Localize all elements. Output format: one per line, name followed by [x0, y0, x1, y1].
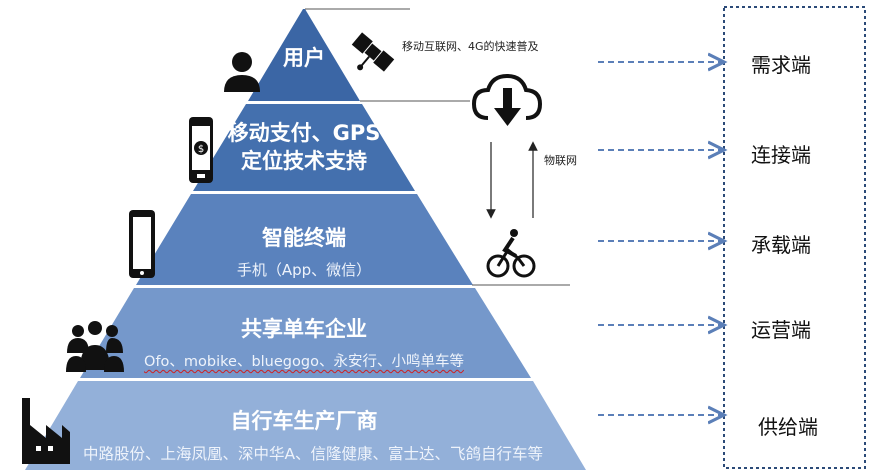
user-icon	[224, 52, 260, 92]
cloud-download-icon	[471, 73, 543, 126]
bicycle-icon	[486, 229, 536, 278]
tier-5-title: 自行车生产厂商	[230, 409, 378, 433]
factory-icon	[22, 398, 70, 464]
phone-payment-icon: $	[189, 117, 213, 183]
connection-side-label: 连接端	[751, 143, 811, 167]
tier-4-band	[80, 288, 531, 378]
tier-3-title: 智能终端	[262, 226, 346, 250]
tier-5-band	[25, 381, 586, 470]
operation-side-label: 运营端	[751, 318, 811, 342]
tier-3-band	[136, 194, 473, 285]
tier-5-subtitle: 中路股份、上海凤凰、深中华A、信隆健康、富士达、飞鸽自行车等	[82, 445, 544, 463]
supply-side-label: 供给端	[758, 415, 818, 439]
tier-3-subtitle: 手机（App、微信）	[236, 261, 372, 279]
tier-1-title: 用户	[283, 46, 325, 70]
tier-1-band	[248, 9, 360, 101]
iot-note: 物联网	[544, 154, 577, 167]
tier-4-subtitle: Ofo、mobike、bluegogo、永安行、小鸣单车等	[144, 354, 464, 370]
tier-2-subtitle: 定位技术支持	[241, 149, 367, 173]
tier-2-title: 移动支付、GPS	[227, 121, 381, 145]
satellite-icon	[351, 32, 395, 72]
tier-2-band	[193, 104, 415, 191]
demand-side-label: 需求端	[751, 53, 811, 77]
mobile-internet-note: 移动互联网、4G的快速普及	[402, 40, 539, 53]
tier-4-title: 共享单车企业	[241, 317, 367, 341]
smartphone-icon	[129, 210, 155, 278]
carrier-side-label: 承载端	[751, 233, 811, 257]
svg-text:$: $	[198, 144, 204, 155]
group-icon	[66, 321, 124, 372]
